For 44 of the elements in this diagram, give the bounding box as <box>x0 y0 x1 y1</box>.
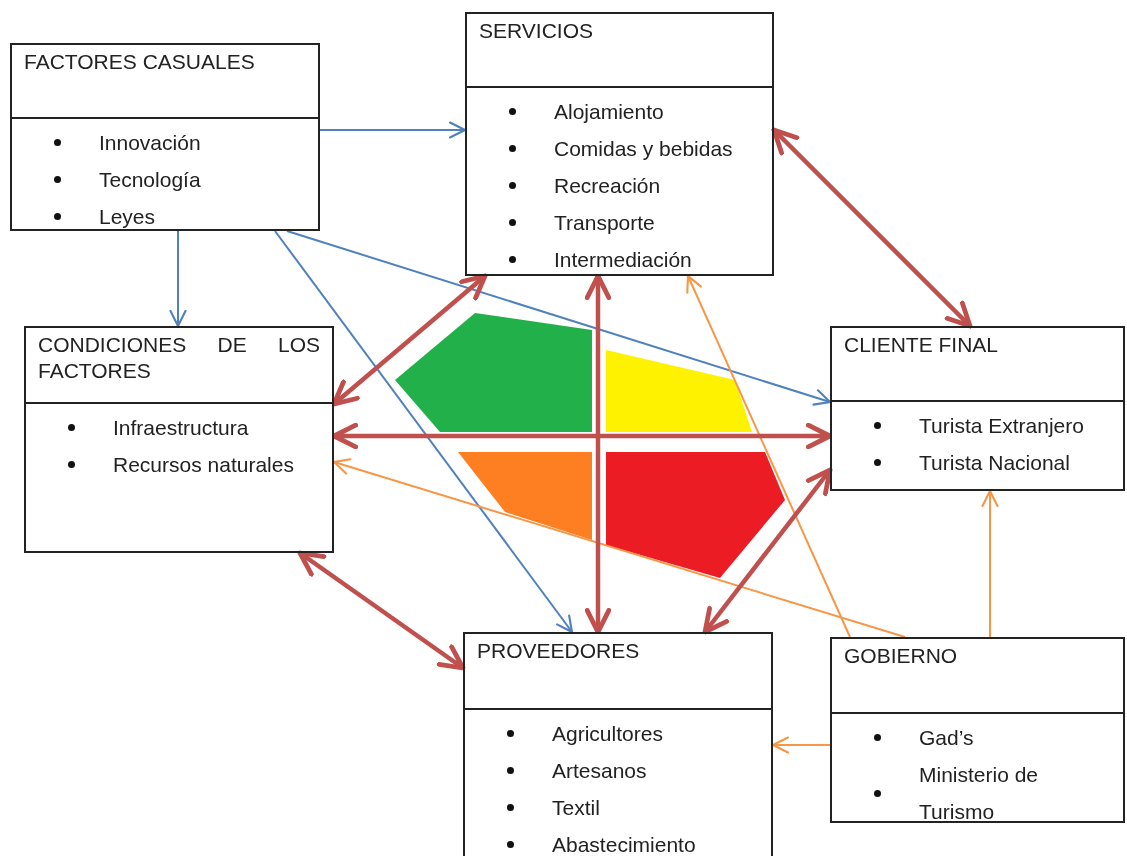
list-box <box>463 632 773 856</box>
arrow <box>702 467 833 635</box>
bullet-item: Turista Nacional <box>919 450 1070 476</box>
arrow <box>686 274 851 638</box>
box-heading: SERVICIOS <box>479 18 594 44</box>
arrow <box>297 550 466 671</box>
bullet-item: Alojamiento <box>554 99 664 125</box>
bullet-item: Abastecimiento <box>552 832 696 856</box>
arrow <box>274 230 574 634</box>
box-heading: PROVEEDORES <box>477 638 641 664</box>
bullet-item: Tecnología <box>99 167 201 193</box>
bullet-item: Agricultores <box>552 721 663 747</box>
list-box <box>10 43 320 231</box>
bullet-item: Artesanos <box>552 758 647 784</box>
bullet-item: Textil <box>552 795 600 821</box>
arrow <box>286 230 832 406</box>
list-box <box>830 326 1125 491</box>
bullet-item: Transporte <box>554 210 655 236</box>
box-heading: CONDICIONES DE LOS FACTORES <box>38 332 320 384</box>
bullet-item: Comidas y bebidas <box>554 136 733 162</box>
arrow <box>771 736 831 754</box>
list-box <box>24 326 334 553</box>
bullet-item: Turista Extranjero <box>919 413 1084 439</box>
bullet-item: Intermediación <box>554 247 692 273</box>
bullet-item: Innovación <box>99 130 201 156</box>
arrow <box>981 489 999 638</box>
box-heading: FACTORES CASUALES <box>24 49 256 75</box>
box-heading: GOBIERNO <box>844 643 959 669</box>
list-box <box>465 12 774 276</box>
arrow <box>584 273 612 635</box>
bullet-item: Leyes <box>99 204 156 230</box>
arrow <box>332 458 906 638</box>
box-heading: CLIENTE FINAL <box>844 332 1000 358</box>
bullet-item: Recreación <box>554 173 661 199</box>
bullet-item: Recursos naturales <box>113 452 294 478</box>
arrow <box>319 121 467 139</box>
arrow <box>331 273 488 407</box>
bullet-item: Ministerio de Turismo <box>919 762 1040 825</box>
bullet-item: Gad’s <box>919 725 974 751</box>
arrow <box>771 127 973 329</box>
list-box <box>830 637 1125 823</box>
arrow <box>169 230 187 328</box>
arrow <box>331 422 833 450</box>
bullet-item: Infraestructura <box>113 415 249 441</box>
